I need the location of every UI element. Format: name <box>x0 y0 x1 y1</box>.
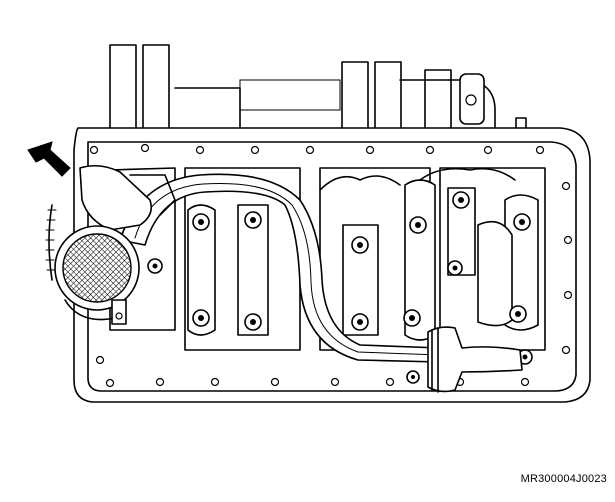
oil-pickup-tube <box>119 173 523 393</box>
pointer-arrow-icon <box>27 141 71 177</box>
pickup-bracket <box>79 164 176 231</box>
cap-bolts <box>80 172 533 384</box>
oil-strainer <box>45 204 140 325</box>
figure-reference-code: MR300004J0023 <box>520 473 607 485</box>
cylinder-rods <box>109 44 527 138</box>
bearing-caps <box>187 167 539 341</box>
